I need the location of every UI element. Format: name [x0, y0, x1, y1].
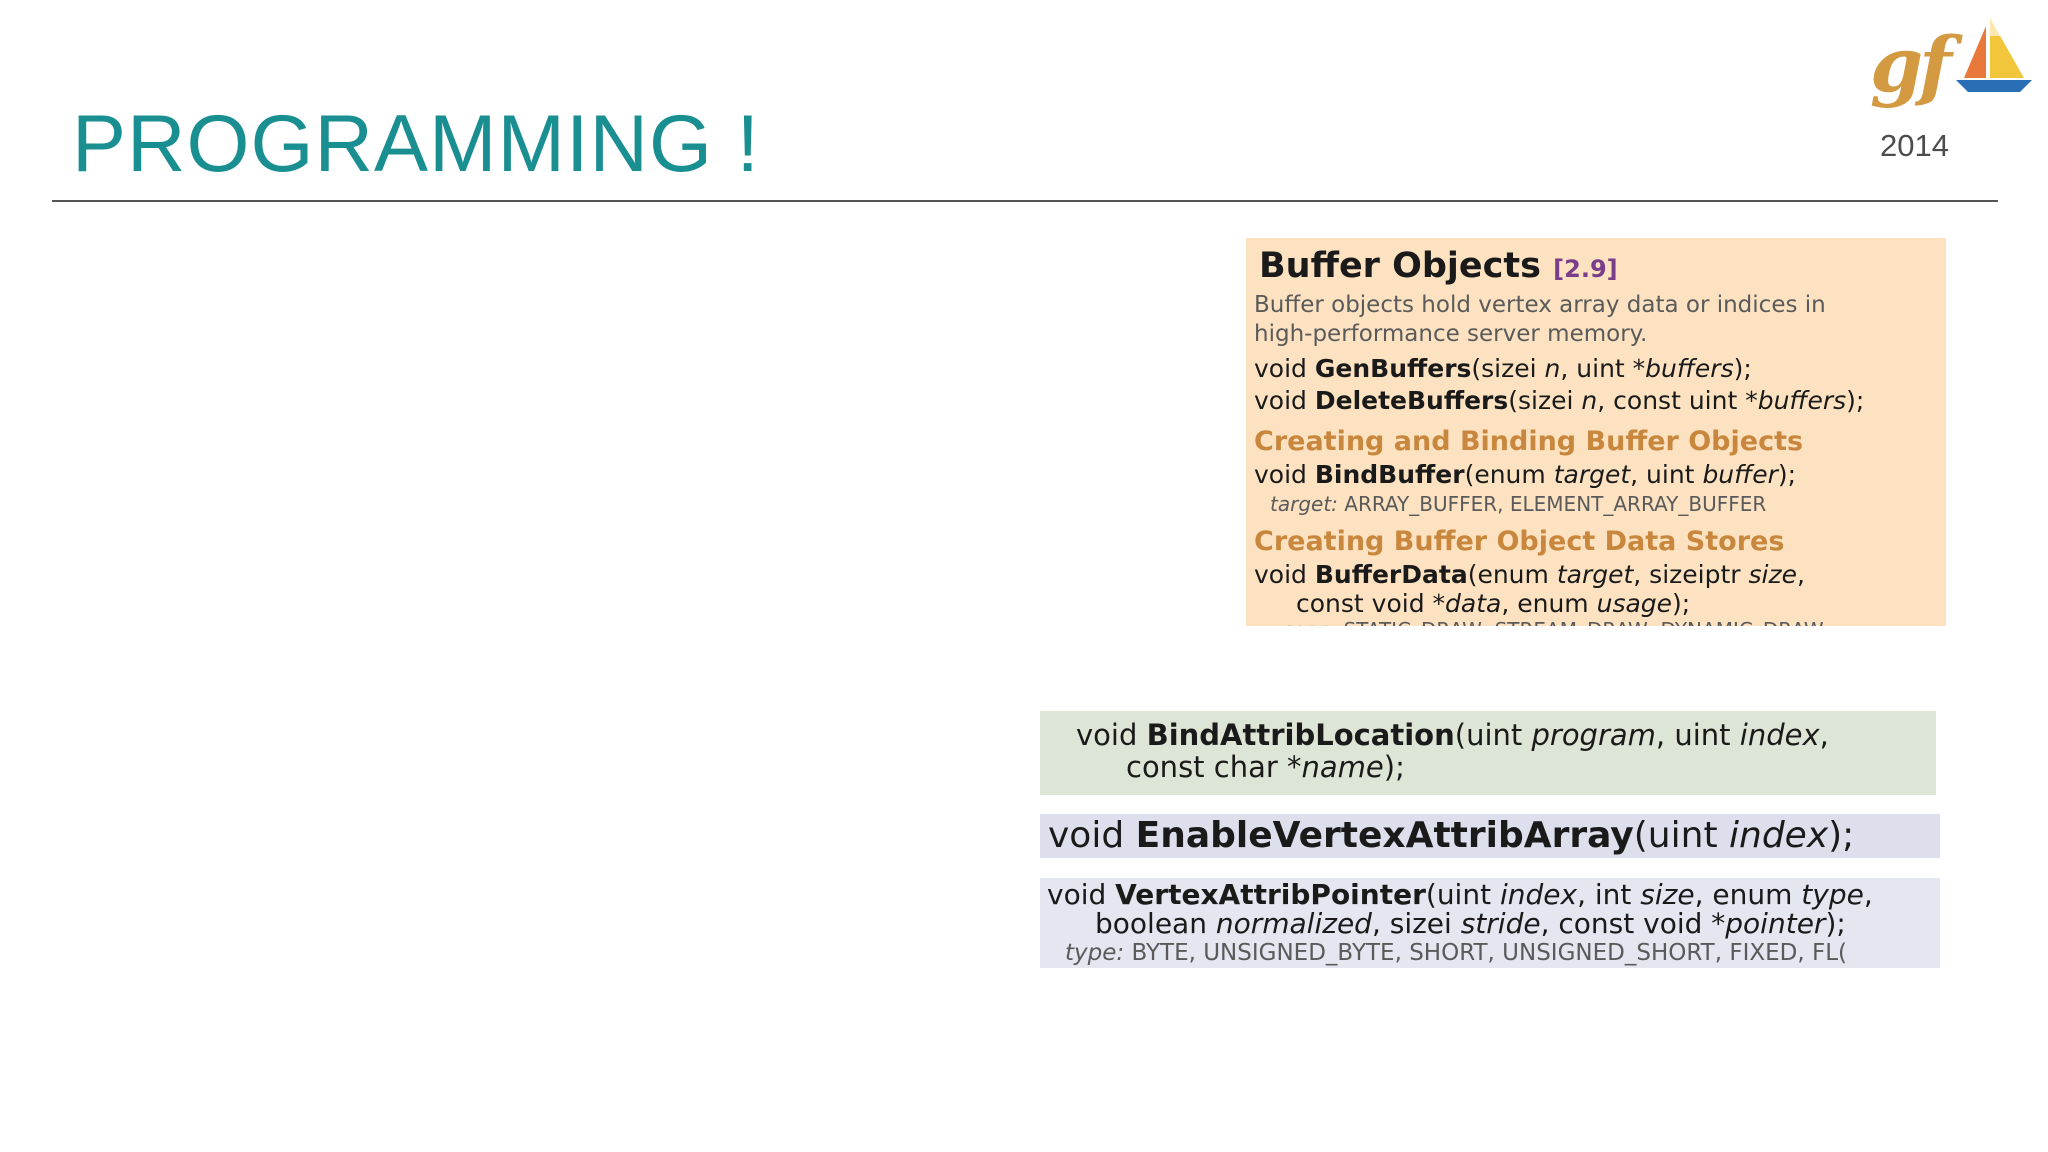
- buffer-data-signature: void BufferData(enum target, sizeiptr si…: [1254, 560, 1805, 589]
- bind-buffer-targets: target: ARRAY_BUFFER, ELEMENT_ARRAY_BUFF…: [1270, 492, 1767, 516]
- card-description-1: Buffer objects hold vertex array data or…: [1254, 292, 1826, 318]
- card-heading-text: Buffer Objects: [1259, 246, 1541, 286]
- bind-attrib-location-card: void BindAttribLocation(uint program, ui…: [1040, 711, 1936, 795]
- card-section-ref: [2.9]: [1553, 255, 1618, 283]
- attrib-pointer-signature: void VertexAttribPointer(uint index, int…: [1047, 878, 1873, 911]
- buffer-objects-card: Buffer Objects [2.9] Buffer objects hold…: [1246, 238, 1946, 626]
- card-description-2: high-performance server memory.: [1254, 321, 1648, 347]
- delete-buffers-signature: void DeleteBuffers(sizei n, const uint *…: [1254, 386, 1865, 415]
- attrib-pointer-types: type: BYTE, UNSIGNED_BYTE, SHORT, UNSIGN…: [1065, 940, 1847, 966]
- logo-text: gf: [1870, 20, 1952, 109]
- gen-buffers-signature: void GenBuffers(sizei n, uint *buffers);: [1254, 354, 1752, 383]
- enable-vertex-attrib-card: void EnableVertexAttribArray(uint index)…: [1040, 814, 1940, 858]
- bind-buffer-signature: void BindBuffer(enum target, uint buffer…: [1254, 460, 1797, 489]
- bind-attrib-signature-cont: const char *name);: [1126, 750, 1405, 784]
- section-heading-binding: Creating and Binding Buffer Objects: [1254, 426, 1804, 457]
- bind-attrib-signature: void BindAttribLocation(uint program, ui…: [1076, 718, 1829, 752]
- attrib-pointer-signature-cont: boolean normalized, sizei stride, const …: [1095, 907, 1846, 940]
- vertex-attrib-pointer-card: void VertexAttribPointer(uint index, int…: [1040, 878, 1940, 968]
- page-title: PROGRAMMING !: [72, 99, 761, 189]
- buffer-data-usage: usage: STATIC_DRAW, STREAM_DRAW, DYNAMIC…: [1270, 617, 1938, 626]
- title-divider: [52, 200, 1998, 202]
- logo-year: 2014: [1880, 128, 1949, 163]
- enable-vertex-attrib-signature: void EnableVertexAttribArray(uint index)…: [1048, 815, 1855, 856]
- sailboat-icon: [1956, 18, 2032, 92]
- section-heading-data-stores: Creating Buffer Object Data Stores: [1254, 526, 1785, 557]
- gf-logo: gf: [1870, 12, 2040, 122]
- buffer-data-signature-cont: const void *data, enum usage);: [1296, 589, 1691, 618]
- card-heading: Buffer Objects [2.9]: [1259, 244, 1938, 291]
